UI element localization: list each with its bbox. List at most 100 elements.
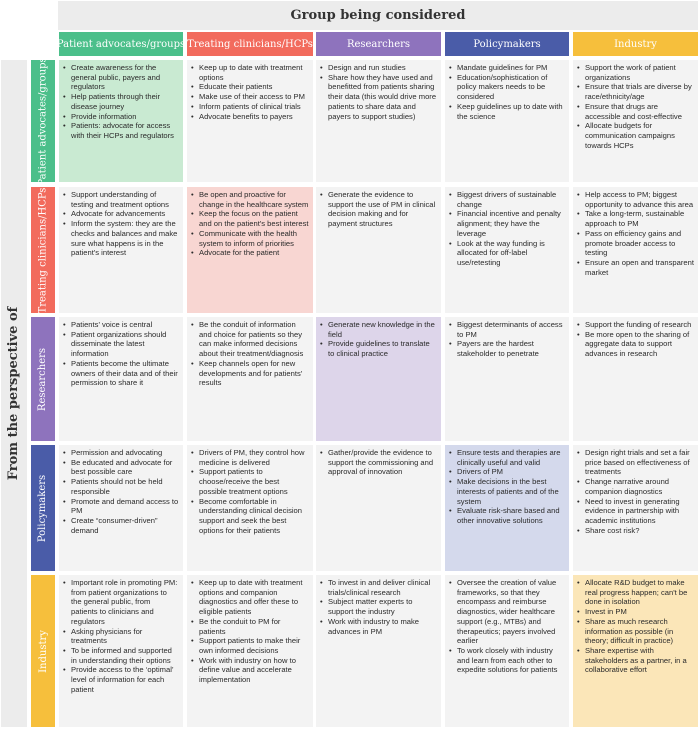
cell-patient-advocates-groups-on-researchers: Design and run studiesShare how they hav…: [316, 60, 441, 182]
bullet-item: Ensure that drugs are accessible and cos…: [577, 102, 694, 121]
bullet-item: Patients should not be held responsible: [63, 477, 179, 496]
bullet-item: Mandate guidelines for PM: [449, 63, 565, 73]
bullet-item: Advocate for the patient: [191, 248, 309, 258]
bullet-list: Generate the evidence to support the use…: [320, 190, 437, 229]
cell-researchers-on-patient-advocates-groups: Patients' voice is centralPatient organi…: [59, 317, 183, 441]
bullet-item: Support the work of patient organization…: [577, 63, 694, 82]
bullet-list: Gather/provide the evidence to support t…: [320, 448, 437, 477]
bullet-list: Keep up to date with treatment options a…: [191, 578, 309, 685]
bullet-item: Inform the system: they are the checks a…: [63, 219, 179, 258]
column-header-treating-clinicians-hcps: Treating clinicians/HCPs: [187, 32, 313, 56]
bullet-item: Provide guidelines to translate to clini…: [320, 339, 437, 358]
row-header-policymakers: Policymakers: [31, 445, 55, 571]
bullet-item: To work closely with industry and learn …: [449, 646, 565, 675]
bullet-list: Generate new knowledge in the fieldProvi…: [320, 320, 437, 359]
bullet-item: Gather/provide the evidence to support t…: [320, 448, 437, 477]
column-header-industry: Industry: [573, 32, 698, 56]
cell-researchers-on-treating-clinicians-hcps: Be the conduit of information and choice…: [187, 317, 313, 441]
bullet-item: Help patients through their disease jour…: [63, 92, 179, 111]
column-header-policymakers: Policymakers: [445, 32, 569, 56]
bullet-item: Design right trials and set a fair price…: [577, 448, 694, 477]
bullet-item: Design and run studies: [320, 63, 437, 73]
cell-industry-on-patient-advocates-groups: Important role in promoting PM: from pat…: [59, 575, 183, 727]
bullet-list: Support the funding of researchBe more o…: [577, 320, 694, 359]
cell-researchers-on-researchers: Generate new knowledge in the fieldProvi…: [316, 317, 441, 441]
bullet-item: Inform patients of clinical trials: [191, 102, 309, 112]
bullet-item: Ensure that trials are diverse by race/e…: [577, 82, 694, 101]
bullet-list: Permission and advocatingBe educated and…: [63, 448, 179, 535]
bullet-item: Make decisions in the best interests of …: [449, 477, 565, 506]
bullet-item: Educate their patients: [191, 82, 309, 92]
bullet-item: Keep guidelines up to date with the scie…: [449, 102, 565, 121]
perspective-title: From the perspective of: [6, 306, 22, 481]
bullet-item: Important role in promoting PM: from pat…: [63, 578, 179, 627]
group-considered-banner: Group being considered: [58, 1, 698, 30]
cell-industry-on-treating-clinicians-hcps: Keep up to date with treatment options a…: [187, 575, 313, 727]
bullet-item: Invest in PM: [577, 607, 694, 617]
bullet-item: Take a long-term, sustainable approach t…: [577, 209, 694, 228]
bullet-item: Provide information: [63, 112, 179, 122]
bullet-list: Drivers of PM, they control how medicine…: [191, 448, 309, 535]
row-header-label: Researchers: [37, 347, 49, 411]
bullet-item: Biggest determinants of access to PM: [449, 320, 565, 339]
bullet-item: Financial incentive and penalty alignmen…: [449, 209, 565, 238]
cell-policymakers-on-policymakers: Ensure tests and therapies are clinicall…: [445, 445, 569, 571]
row-header-label: Treating clinicians/HCPs: [37, 187, 49, 313]
cell-patient-advocates-groups-on-policymakers: Mandate guidelines for PMEducation/sophi…: [445, 60, 569, 182]
bullet-list: Oversee the creation of value frameworks…: [449, 578, 565, 675]
bullet-item: Drivers of PM, they control how medicine…: [191, 448, 309, 467]
column-header-patient-advocates-groups: Patient advocates/groups: [57, 32, 185, 56]
bullet-item: Ensure an open and transparent market: [577, 258, 694, 277]
bullet-list: Design right trials and set a fair price…: [577, 448, 694, 535]
cell-policymakers-on-industry: Design right trials and set a fair price…: [573, 445, 698, 571]
bullet-item: Be the conduit of information and choice…: [191, 320, 309, 359]
bullet-item: Share as much research information as po…: [577, 617, 694, 646]
cell-policymakers-on-treating-clinicians-hcps: Drivers of PM, they control how medicine…: [187, 445, 313, 571]
cell-patient-advocates-groups-on-treating-clinicians-hcps: Keep up to date with treatment optionsEd…: [187, 60, 313, 182]
bullet-item: Keep channels open for new developments …: [191, 359, 309, 388]
bullet-item: Keep up to date with treatment options: [191, 63, 309, 82]
cell-patient-advocates-groups-on-industry: Support the work of patient organization…: [573, 60, 698, 182]
row-header-label: Policymakers: [37, 474, 49, 542]
bullet-item: Be more open to the sharing of aggregate…: [577, 330, 694, 359]
bullet-list: Create awareness for the general public,…: [63, 63, 179, 141]
bullet-item: To be informed and supported in understa…: [63, 646, 179, 665]
cell-treating-clinicians-hcps-on-treating-clinicians-hcps: Be open and proactive for change in the …: [187, 187, 313, 313]
bullet-item: Support understanding of testing and tre…: [63, 190, 179, 209]
bullet-list: To invest in and deliver clinical trials…: [320, 578, 437, 636]
group-considered-title: Group being considered: [290, 8, 466, 23]
bullet-item: Be open and proactive for change in the …: [191, 190, 309, 209]
bullet-item: Work with industry to make advances in P…: [320, 617, 437, 636]
bullet-item: Keep up to date with treatment options a…: [191, 578, 309, 617]
cell-policymakers-on-patient-advocates-groups: Permission and advocatingBe educated and…: [59, 445, 183, 571]
bullet-list: Support the work of patient organization…: [577, 63, 694, 150]
bullet-item: Asking physicians for treatments: [63, 627, 179, 646]
bullet-list: Design and run studiesShare how they hav…: [320, 63, 437, 121]
bullet-item: Subject matter experts to support the in…: [320, 597, 437, 616]
bullet-list: Patients' voice is centralPatient organi…: [63, 320, 179, 388]
cell-industry-on-researchers: To invest in and deliver clinical trials…: [316, 575, 441, 727]
bullet-item: Patient organizations should disseminate…: [63, 330, 179, 359]
bullet-item: Support patients to make their own infor…: [191, 636, 309, 655]
perspective-banner: From the perspective of: [1, 60, 27, 727]
bullet-item: Permission and advocating: [63, 448, 179, 458]
bullet-list: Ensure tests and therapies are clinicall…: [449, 448, 565, 526]
bullet-item: Pass on efficiency gains and promote bro…: [577, 229, 694, 258]
bullet-list: Allocate R&D budget to make real progres…: [577, 578, 694, 675]
bullet-item: Ensure tests and therapies are clinicall…: [449, 448, 565, 467]
bullet-item: Evaluate risk-share based and other inno…: [449, 506, 565, 525]
bullet-item: Patients: advocate for access with their…: [63, 121, 179, 140]
row-header-industry: Industry: [31, 575, 55, 727]
bullet-item: Create awareness for the general public,…: [63, 63, 179, 92]
bullet-item: Be the conduit to PM for patients: [191, 617, 309, 636]
bullet-item: Patients become the ultimate owners of t…: [63, 359, 179, 388]
bullet-list: Keep up to date with treatment optionsEd…: [191, 63, 309, 121]
cell-treating-clinicians-hcps-on-industry: Help access to PM; biggest opportunity t…: [573, 187, 698, 313]
bullet-item: Support the funding of research: [577, 320, 694, 330]
row-header-label: Patient advocates/groups: [37, 60, 49, 182]
bullet-list: Biggest drivers of sustainable changeFin…: [449, 190, 565, 268]
bullet-item: Need to invest in generating evidence in…: [577, 497, 694, 526]
bullet-item: Payers are the hardest stakeholder to pe…: [449, 339, 565, 358]
cell-treating-clinicians-hcps-on-researchers: Generate the evidence to support the use…: [316, 187, 441, 313]
bullet-item: Support patients to choose/receive the b…: [191, 467, 309, 496]
